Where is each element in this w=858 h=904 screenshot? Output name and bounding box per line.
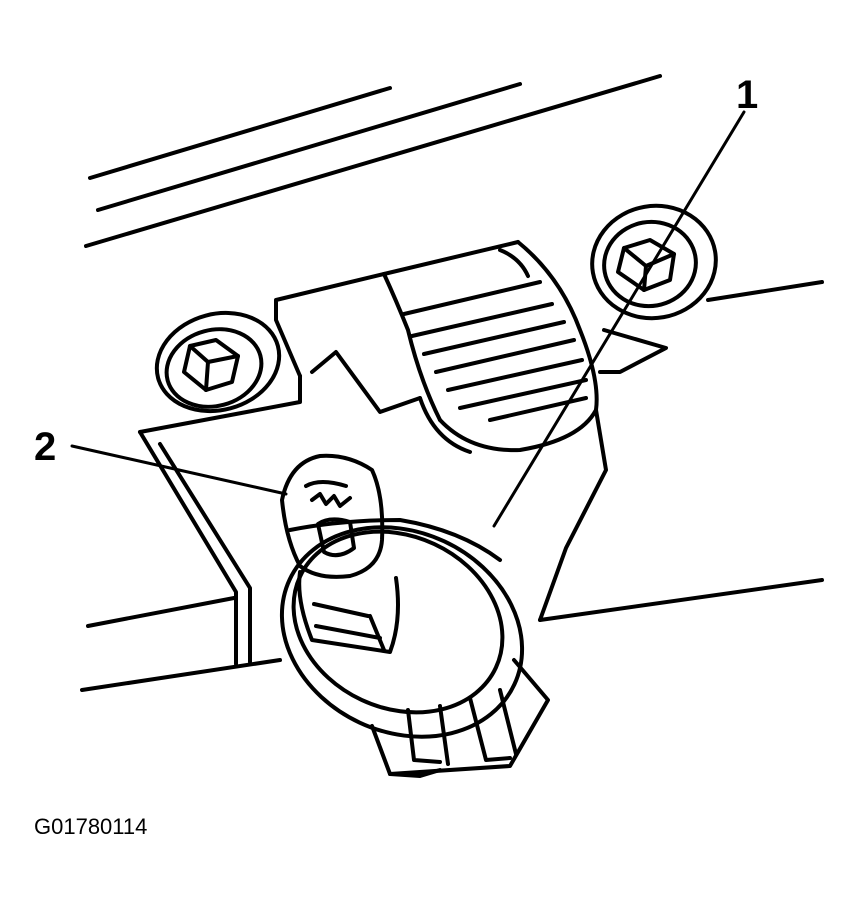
leader-lines <box>70 110 746 528</box>
mounting-bracket <box>138 240 668 666</box>
panel-edge-lines <box>80 74 824 692</box>
sensor-assembly <box>279 453 550 778</box>
left-mounting-bolt <box>154 310 282 414</box>
threaded-boss <box>382 240 599 454</box>
figure-reference-code: G01780114 <box>34 814 147 839</box>
leader-line-1 <box>492 110 746 528</box>
leader-line-2 <box>70 444 288 496</box>
callout-2-label: 2 <box>34 425 56 469</box>
callout-1-label: 1 <box>736 73 758 117</box>
